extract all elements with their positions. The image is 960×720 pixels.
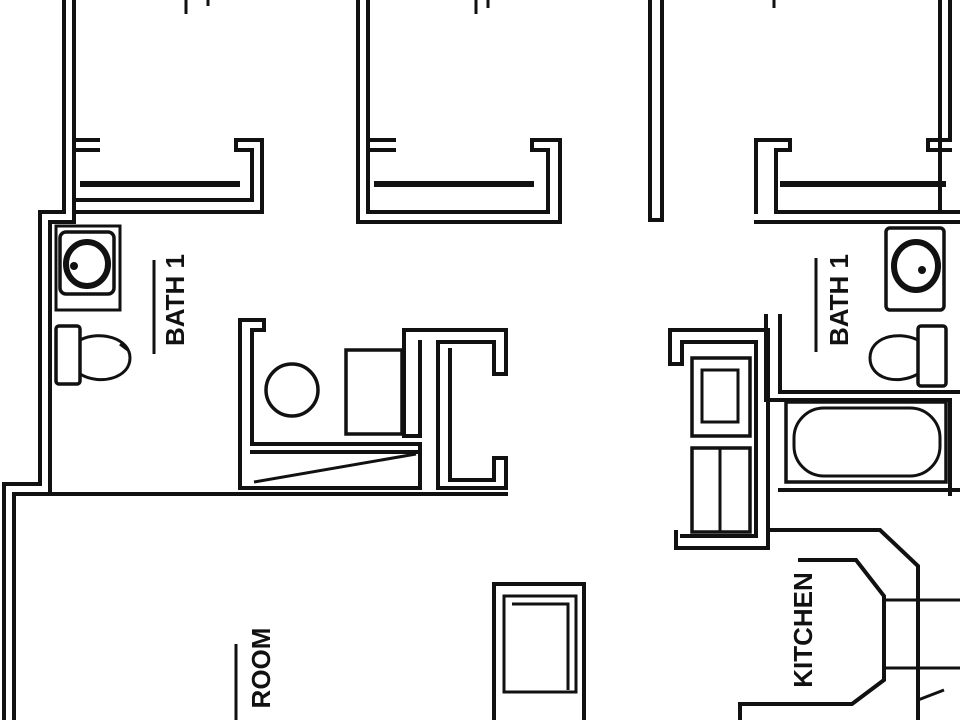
water-heater-icon — [264, 362, 320, 418]
bath-right-label: BATH 1 — [824, 254, 854, 346]
sink-icon — [58, 230, 116, 296]
bathroom-right — [764, 226, 960, 496]
room-label: ROOM — [246, 628, 276, 709]
laundry-closet — [238, 318, 508, 490]
toilet-icon — [54, 324, 132, 386]
toilet-icon — [868, 324, 948, 388]
living-room-walls — [12, 492, 508, 720]
bathroom-left — [54, 224, 156, 386]
hall-partition — [648, 0, 664, 222]
kitchen-appliances — [668, 328, 770, 550]
bath-left-label: BATH 1 — [160, 254, 190, 346]
bathtub-icon — [784, 400, 948, 484]
bedroom-middle-walls — [356, 0, 562, 224]
washer-icon — [344, 348, 404, 436]
kitchen-label: KITCHEN — [788, 572, 818, 688]
bedroom-left-walls — [72, 0, 264, 214]
fireplace-icon — [492, 582, 586, 720]
kitchen-counter — [738, 528, 960, 720]
exterior-wall-left — [2, 0, 76, 720]
sink-icon — [884, 226, 946, 312]
bedroom-right-walls — [754, 0, 960, 224]
